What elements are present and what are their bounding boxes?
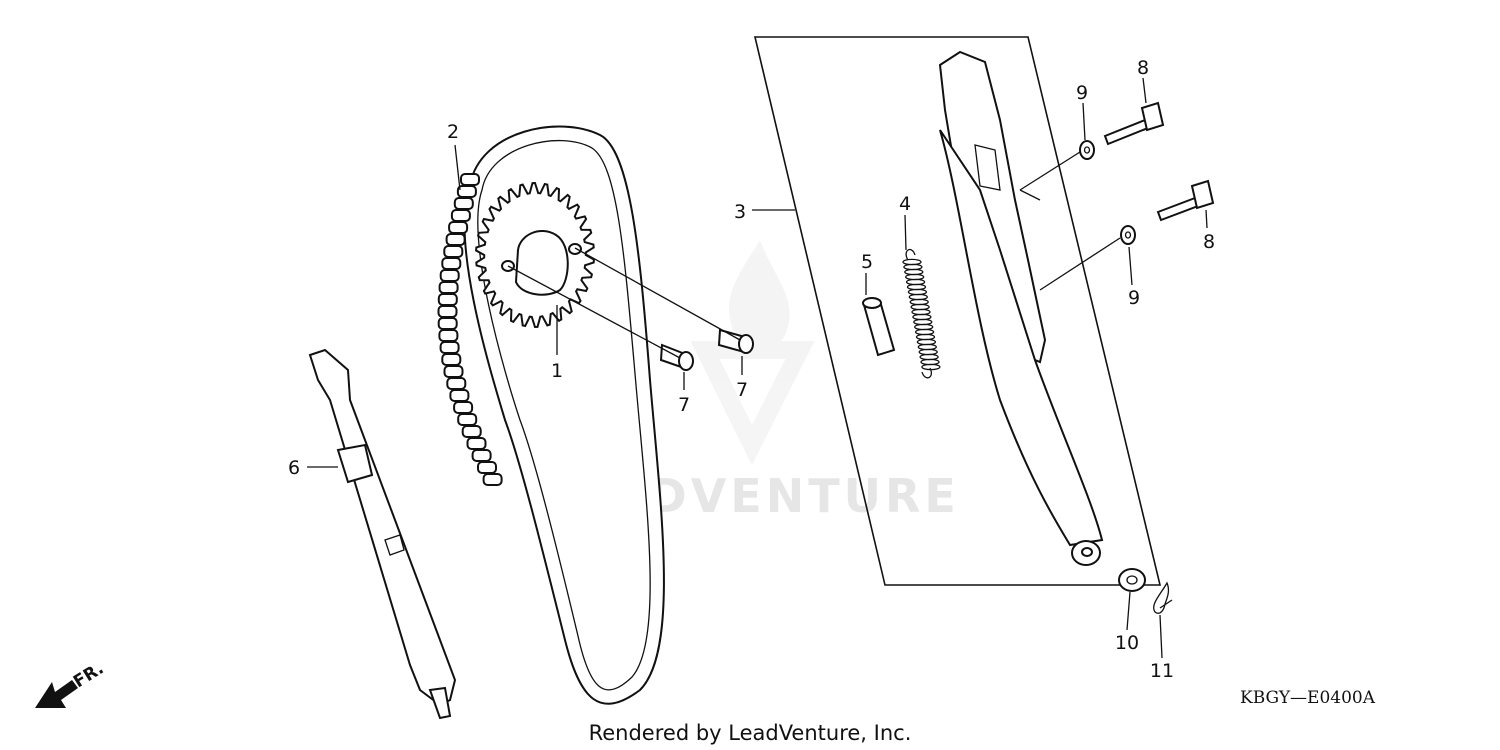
chain-link bbox=[441, 353, 462, 366]
render-credit: Rendered by LeadVenture, Inc. bbox=[589, 721, 912, 745]
sprocket-bolt-lower bbox=[659, 343, 694, 371]
chain-link bbox=[437, 293, 458, 306]
chain-link bbox=[482, 473, 503, 486]
callout-6: 6 bbox=[288, 457, 300, 479]
leader-lines bbox=[307, 77, 1208, 659]
washer-lower bbox=[1120, 225, 1136, 245]
callout-2: 2 bbox=[447, 121, 459, 143]
chain-link bbox=[449, 389, 470, 402]
chain-link bbox=[460, 173, 480, 186]
chain-link bbox=[477, 461, 497, 474]
chain-link bbox=[453, 197, 474, 210]
chain-link bbox=[443, 245, 464, 258]
chain-link bbox=[439, 269, 460, 282]
chain-link bbox=[453, 401, 474, 414]
front-direction-arrow-icon bbox=[35, 680, 78, 708]
chain-link bbox=[441, 257, 462, 270]
callout-9-upper: 9 bbox=[1076, 82, 1088, 104]
chain-link bbox=[445, 233, 466, 246]
diagram-code: KBGY—E0400A bbox=[1240, 688, 1376, 708]
callout-8-upper: 8 bbox=[1137, 57, 1149, 79]
callout-5: 5 bbox=[861, 251, 873, 273]
callout-11: 11 bbox=[1150, 660, 1174, 682]
tensioner-spring bbox=[902, 248, 941, 379]
callout-7-upper: 7 bbox=[736, 379, 748, 401]
chain-link bbox=[450, 209, 471, 222]
cam-chain-guide bbox=[308, 348, 457, 720]
callout-9-lower: 9 bbox=[1128, 287, 1140, 309]
callout-7-lower: 7 bbox=[678, 394, 690, 416]
cam-chain-tensioner-arm bbox=[938, 50, 1104, 566]
callout-3: 3 bbox=[734, 201, 746, 223]
callout-10: 10 bbox=[1115, 632, 1139, 654]
chain-link bbox=[456, 185, 477, 198]
chain-link bbox=[461, 425, 482, 438]
tensioner-collar bbox=[862, 297, 896, 357]
chain-link bbox=[457, 413, 478, 426]
tensioner-bolt-upper bbox=[1103, 101, 1165, 146]
chain-link bbox=[446, 377, 467, 390]
chain-link bbox=[438, 329, 459, 342]
tensioner-bolt-lower bbox=[1156, 179, 1215, 222]
chain-link bbox=[437, 305, 458, 318]
chain-link bbox=[448, 221, 469, 234]
cam-sprocket bbox=[475, 181, 595, 329]
sprocket-bolt-upper bbox=[717, 328, 754, 354]
tensioner-assembly-box bbox=[753, 36, 1162, 586]
chain-link bbox=[437, 317, 458, 330]
chain-link bbox=[439, 341, 460, 354]
chain-link bbox=[443, 365, 464, 378]
chain-link bbox=[466, 437, 487, 450]
pivot-clip bbox=[1153, 581, 1173, 614]
chain-link bbox=[438, 281, 459, 294]
pivot-washer bbox=[1118, 568, 1146, 592]
washer-upper bbox=[1079, 140, 1095, 160]
chain-link bbox=[471, 449, 492, 462]
callout-1: 1 bbox=[551, 360, 563, 382]
callout-4: 4 bbox=[899, 193, 911, 215]
watermark-logo bbox=[690, 240, 815, 466]
callout-8-lower: 8 bbox=[1203, 231, 1215, 253]
